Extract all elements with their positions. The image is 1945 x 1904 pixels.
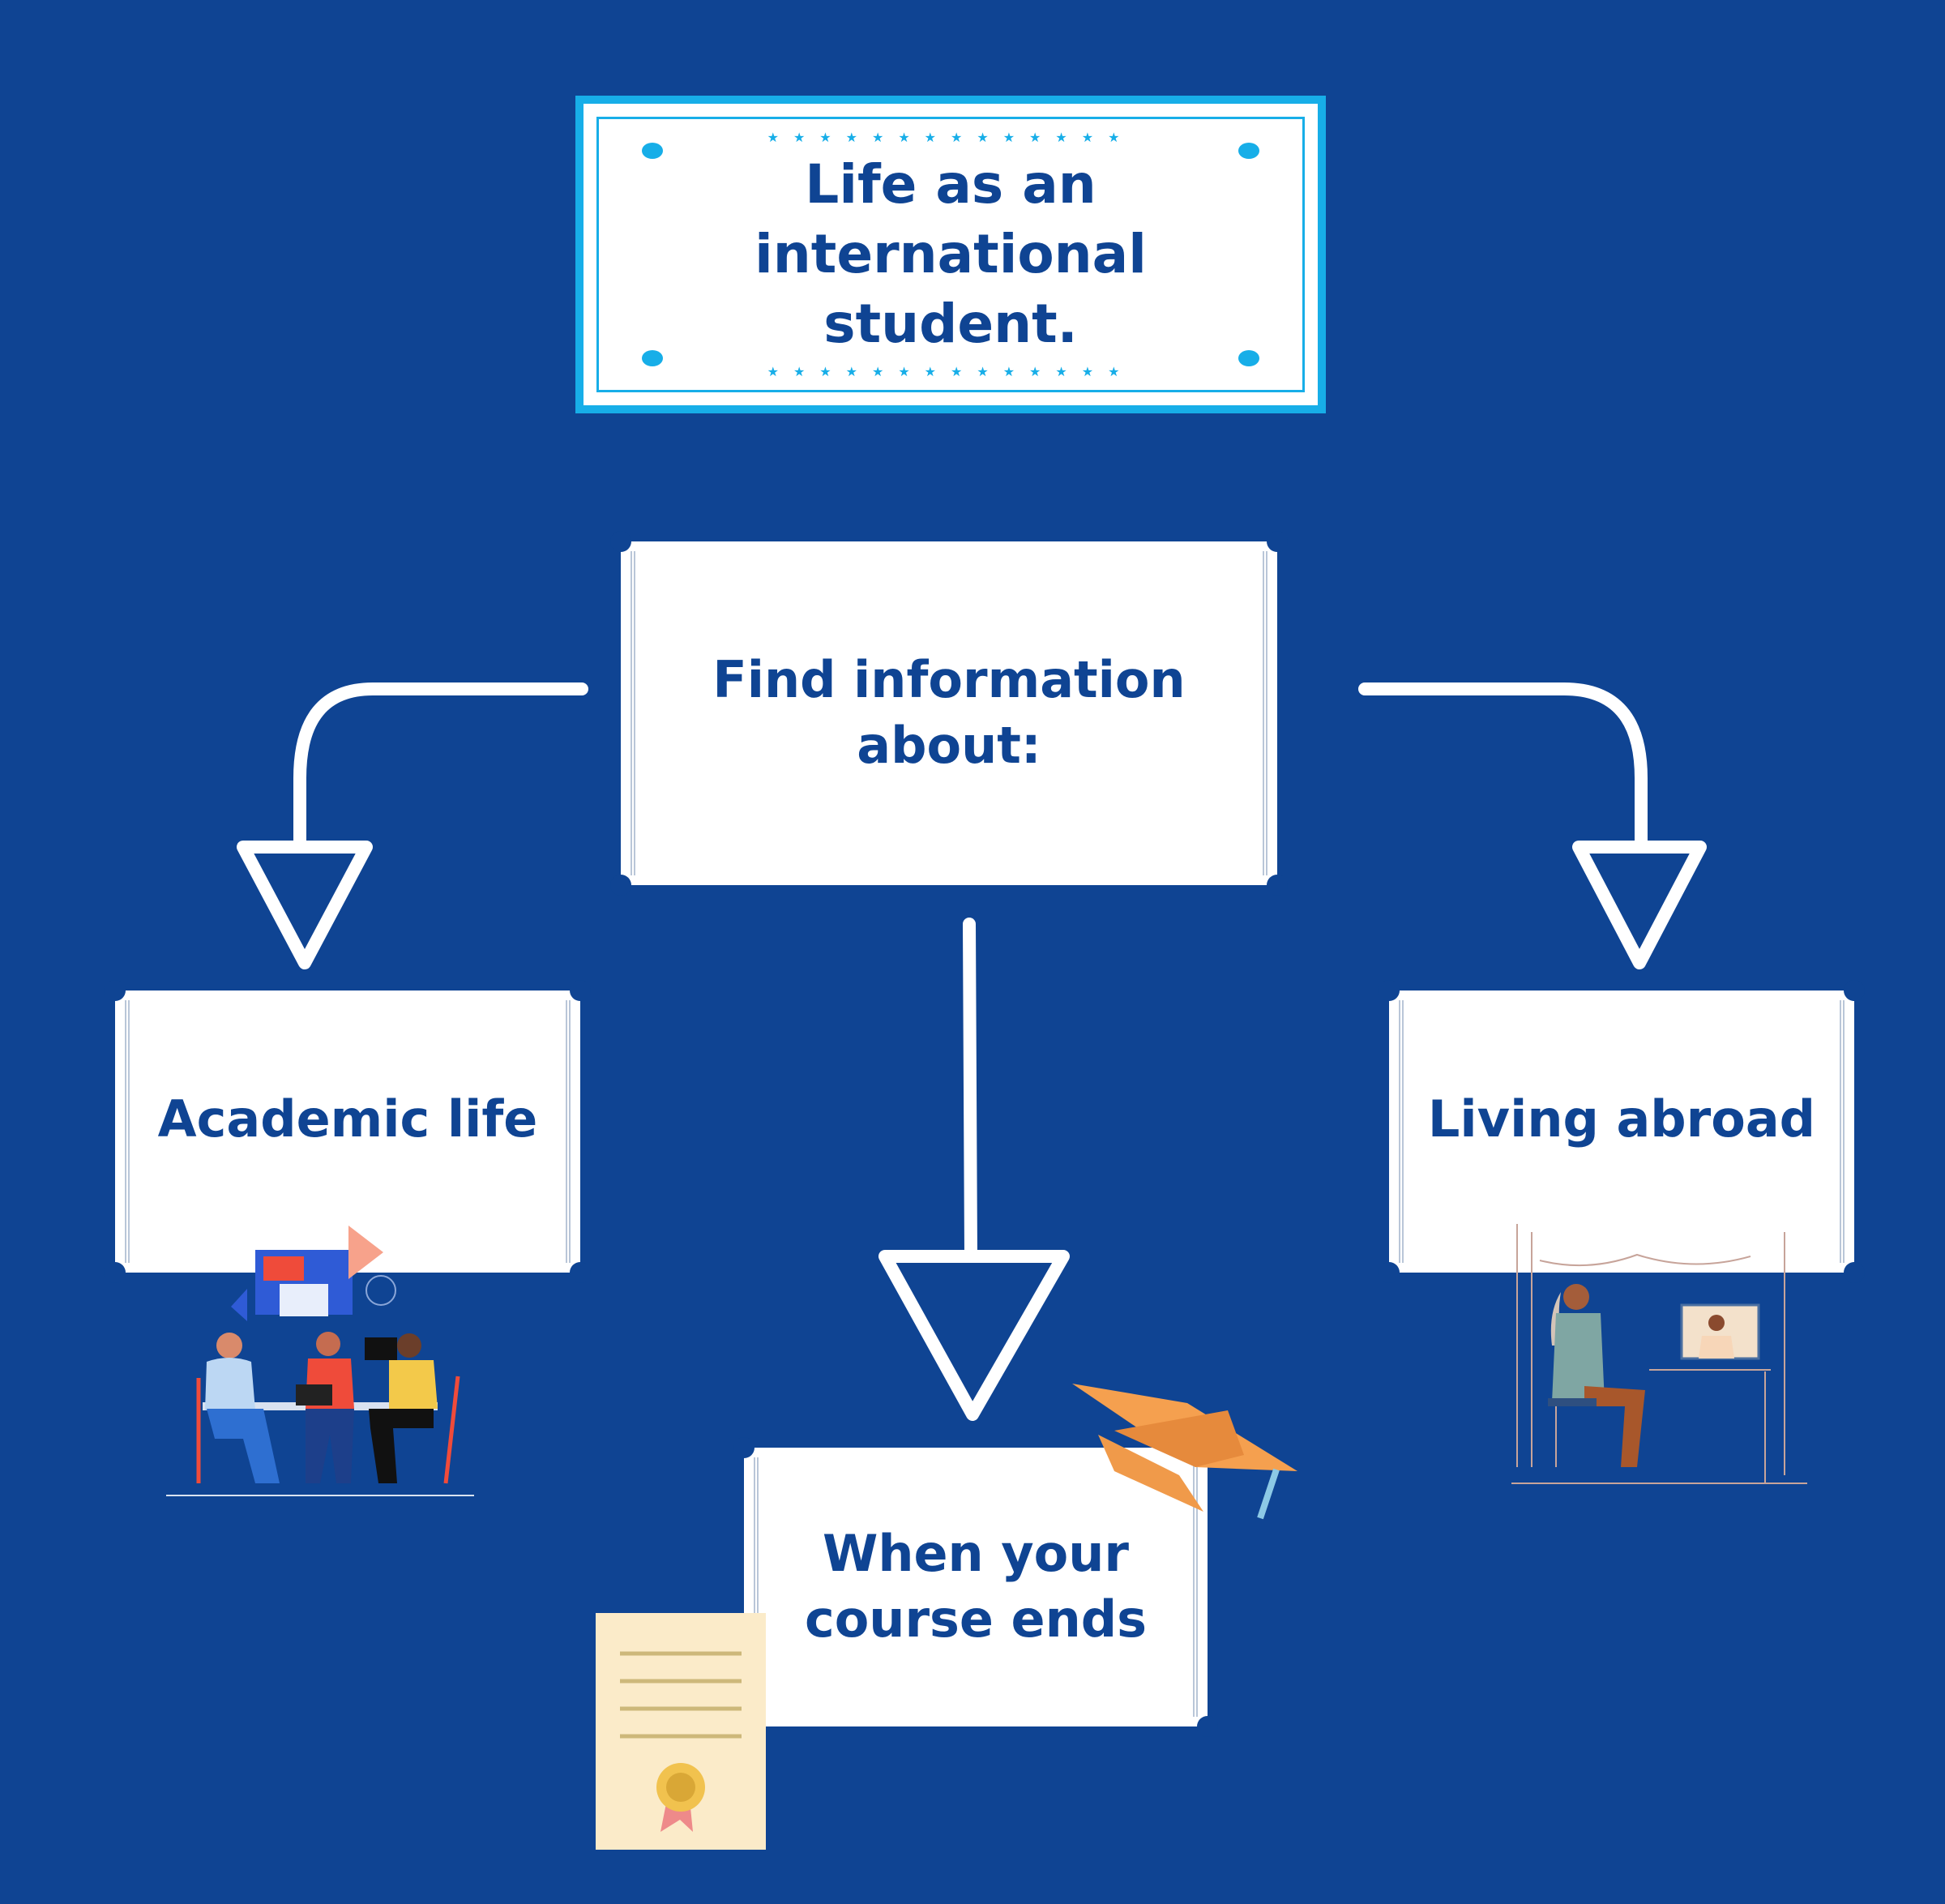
living-abroad-card[interactable]: Living abroad xyxy=(1379,980,1865,1283)
course-ends-label: When your course ends xyxy=(804,1524,1148,1649)
students-meeting-illustration xyxy=(166,1226,474,1496)
academic-life-label: Academic life xyxy=(157,1089,538,1149)
hub-label: Find information about: xyxy=(712,650,1186,775)
graduation-cap-icon xyxy=(1072,1384,1297,1520)
academic-life-card[interactable]: Academic life xyxy=(105,980,591,1283)
living-abroad-label: Living abroad xyxy=(1427,1089,1816,1149)
arrow-head-right xyxy=(1572,841,1707,969)
page-title: Life as an international student. xyxy=(754,153,1147,355)
connector-right xyxy=(1358,682,1648,854)
connector-center xyxy=(963,918,977,1263)
hub-card: Find information about: xyxy=(610,531,1288,896)
arrow-head-left xyxy=(237,841,373,969)
title-card: ★★★★★★★★★★★★★★ ★★★★★★★★★★★★★★ Life as an… xyxy=(575,96,1326,413)
arrow-head-center xyxy=(878,1250,1070,1421)
video-call-illustration xyxy=(1511,1224,1807,1484)
certificate-icon xyxy=(596,1613,766,1850)
connector-left xyxy=(293,682,588,854)
